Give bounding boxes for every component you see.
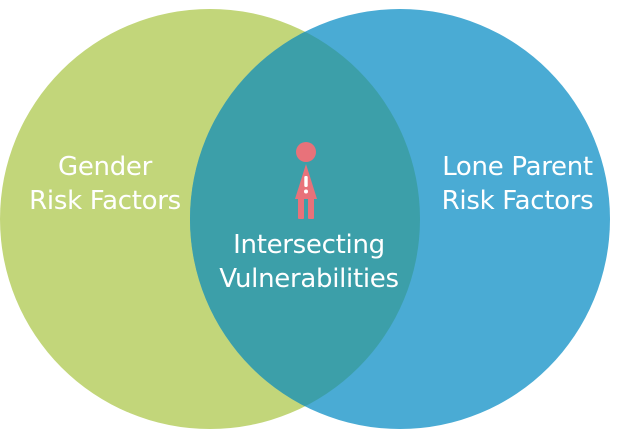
intersection-area — [190, 9, 420, 429]
gender-label-line2: Risk Factors — [29, 186, 181, 216]
intersection-label-line2: Vulnerabilities — [219, 264, 399, 294]
lone-parent-label-line2: Risk Factors — [441, 186, 594, 216]
lone-parent-label-line1: Lone Parent — [442, 152, 593, 182]
gender-label-line1: Gender — [57, 152, 152, 182]
intersecting-vulnerabilities-label: Intersecting Vulnerabilities — [196, 228, 422, 296]
intersection-label-line1: Intersecting — [233, 230, 385, 260]
person-warning-icon — [295, 142, 317, 219]
lone-parent-risk-label: Lone Parent Risk Factors — [420, 150, 615, 218]
gender-risk-label: Gender Risk Factors — [10, 150, 200, 218]
